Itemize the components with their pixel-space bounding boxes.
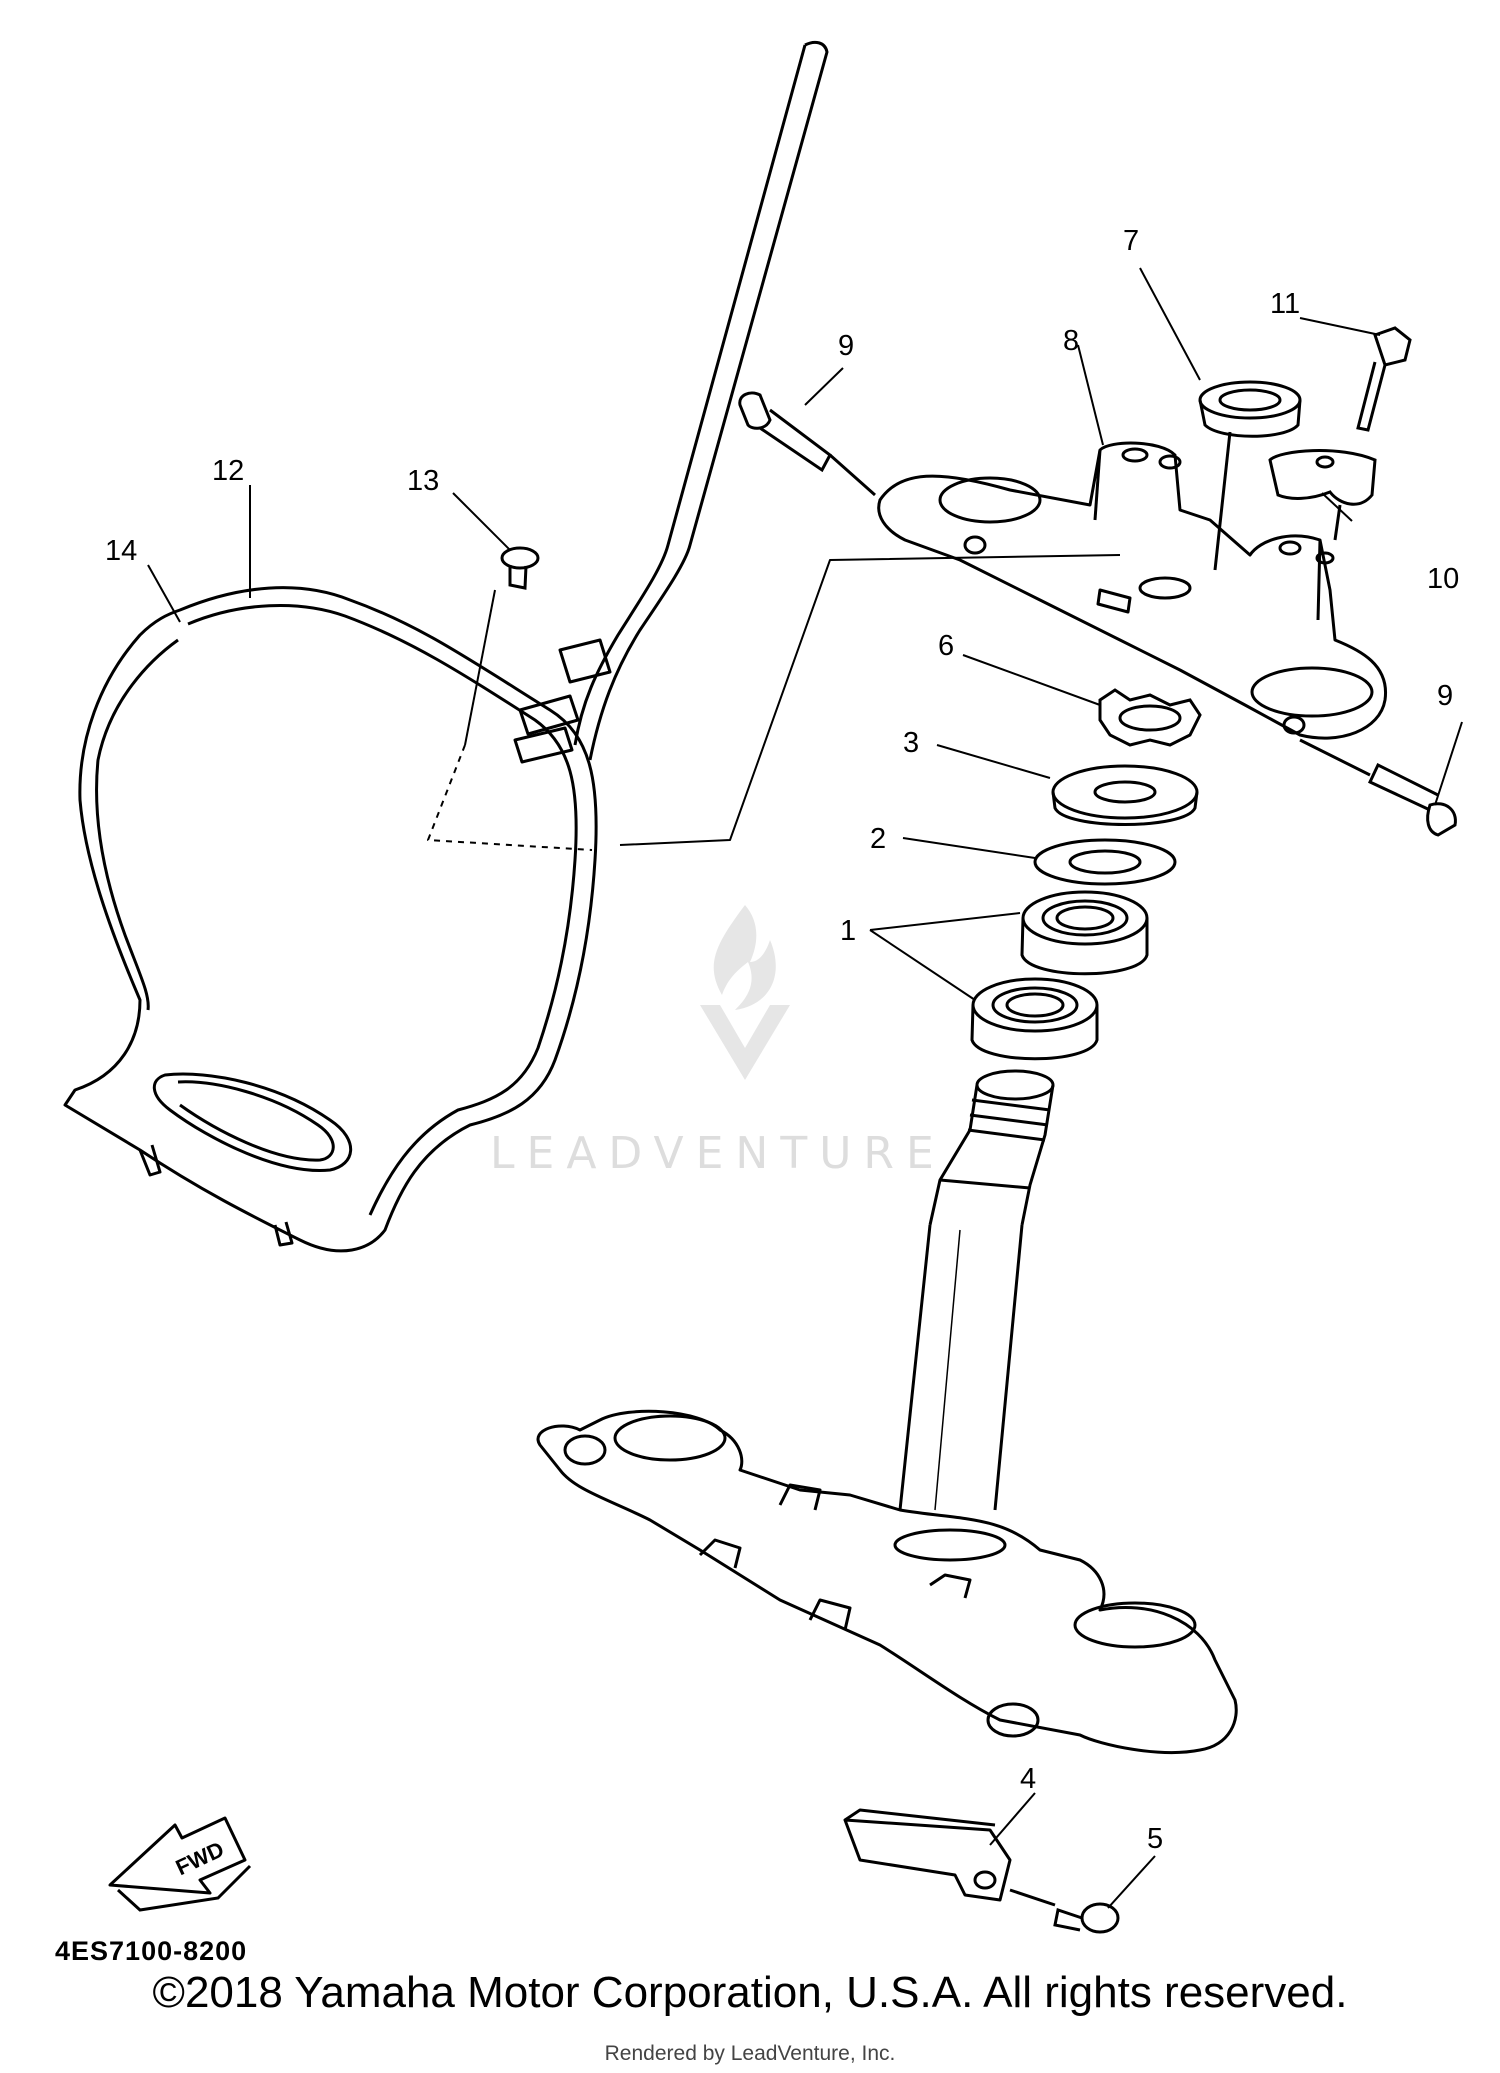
fwd-arrow-icon: FWD: [108, 1816, 252, 1912]
part-5-bolt: [1053, 1902, 1120, 1934]
label-12: 12: [212, 455, 244, 487]
leader-lines: [147, 267, 1463, 1909]
label-5: 5: [1147, 1823, 1163, 1855]
label-9-left: 9: [838, 330, 854, 362]
lower-triple-clamp: [536, 1409, 1238, 1754]
label-1: 1: [840, 915, 856, 947]
upper-triple-clamp: [877, 441, 1387, 740]
label-8: 8: [1063, 325, 1079, 357]
v-logo-icon: [700, 1005, 790, 1080]
label-14: 14: [105, 535, 137, 567]
bolt-13: [500, 546, 540, 590]
label-3: 3: [903, 727, 919, 759]
part-6-castle-nut: [1098, 688, 1202, 747]
copyright-notice: ©2018 Yamaha Motor Corporation, U.S.A. A…: [152, 1968, 1348, 2017]
watermark-text: LEADVENTURE: [490, 1128, 946, 1179]
part-7-nut: [1198, 380, 1302, 571]
steering-stem: [898, 1069, 1055, 1511]
label-2: 2: [870, 823, 886, 855]
label-13: 13: [407, 465, 439, 497]
bolt-9-right: [1299, 738, 1457, 837]
part-labels: 1 2 3 4 5 6 7 8 9 9 10 11 12 13 14: [105, 225, 1459, 1855]
part-4-cable-guide: [843, 1808, 1056, 1907]
diagram-code: 4ES7100-8200: [55, 1936, 247, 1966]
label-6: 6: [938, 630, 954, 662]
part-2-seal: [1033, 838, 1177, 886]
bolt-9-left: [738, 391, 876, 497]
label-4: 4: [1020, 1763, 1036, 1795]
label-11: 11: [1270, 288, 1300, 320]
number-plate: [63, 40, 1121, 1253]
label-10: 10: [1427, 563, 1459, 595]
rendered-by-notice: Rendered by LeadVenture, Inc.: [604, 2042, 896, 2065]
part-11-bolt: [1356, 326, 1412, 432]
part-3-washer: [1051, 764, 1199, 826]
flame-icon: [713, 905, 776, 1010]
part-1-bearings: [970, 890, 1149, 1061]
part-10-clamp: [1268, 449, 1377, 541]
label-7: 7: [1123, 225, 1139, 257]
leadventure-watermark: LEADVENTURE: [490, 905, 946, 1179]
label-9-right: 9: [1437, 680, 1453, 712]
